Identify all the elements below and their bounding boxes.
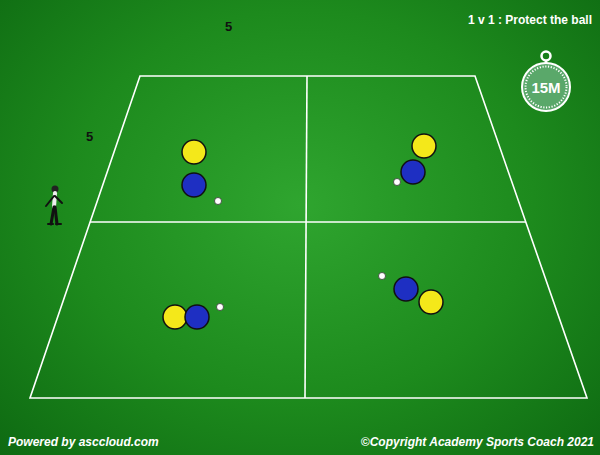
coach-figure	[46, 186, 62, 225]
pitch-lines	[30, 76, 587, 398]
stopwatch-face: 15M	[521, 62, 571, 112]
footer-copyright: ©Copyright Academy Sports Coach 2021	[361, 435, 594, 449]
footer-credit: Powered by asccloud.com	[8, 435, 159, 449]
drill-title: 1 v 1 : Protect the ball	[468, 13, 592, 27]
players	[163, 134, 443, 329]
timer-text: 15M	[531, 79, 560, 96]
dimension-label: 5	[86, 129, 93, 144]
dimension-label: 5	[225, 19, 232, 34]
stopwatch-knob	[542, 52, 551, 64]
balls	[215, 179, 401, 311]
timer-text: 15M	[531, 79, 560, 96]
